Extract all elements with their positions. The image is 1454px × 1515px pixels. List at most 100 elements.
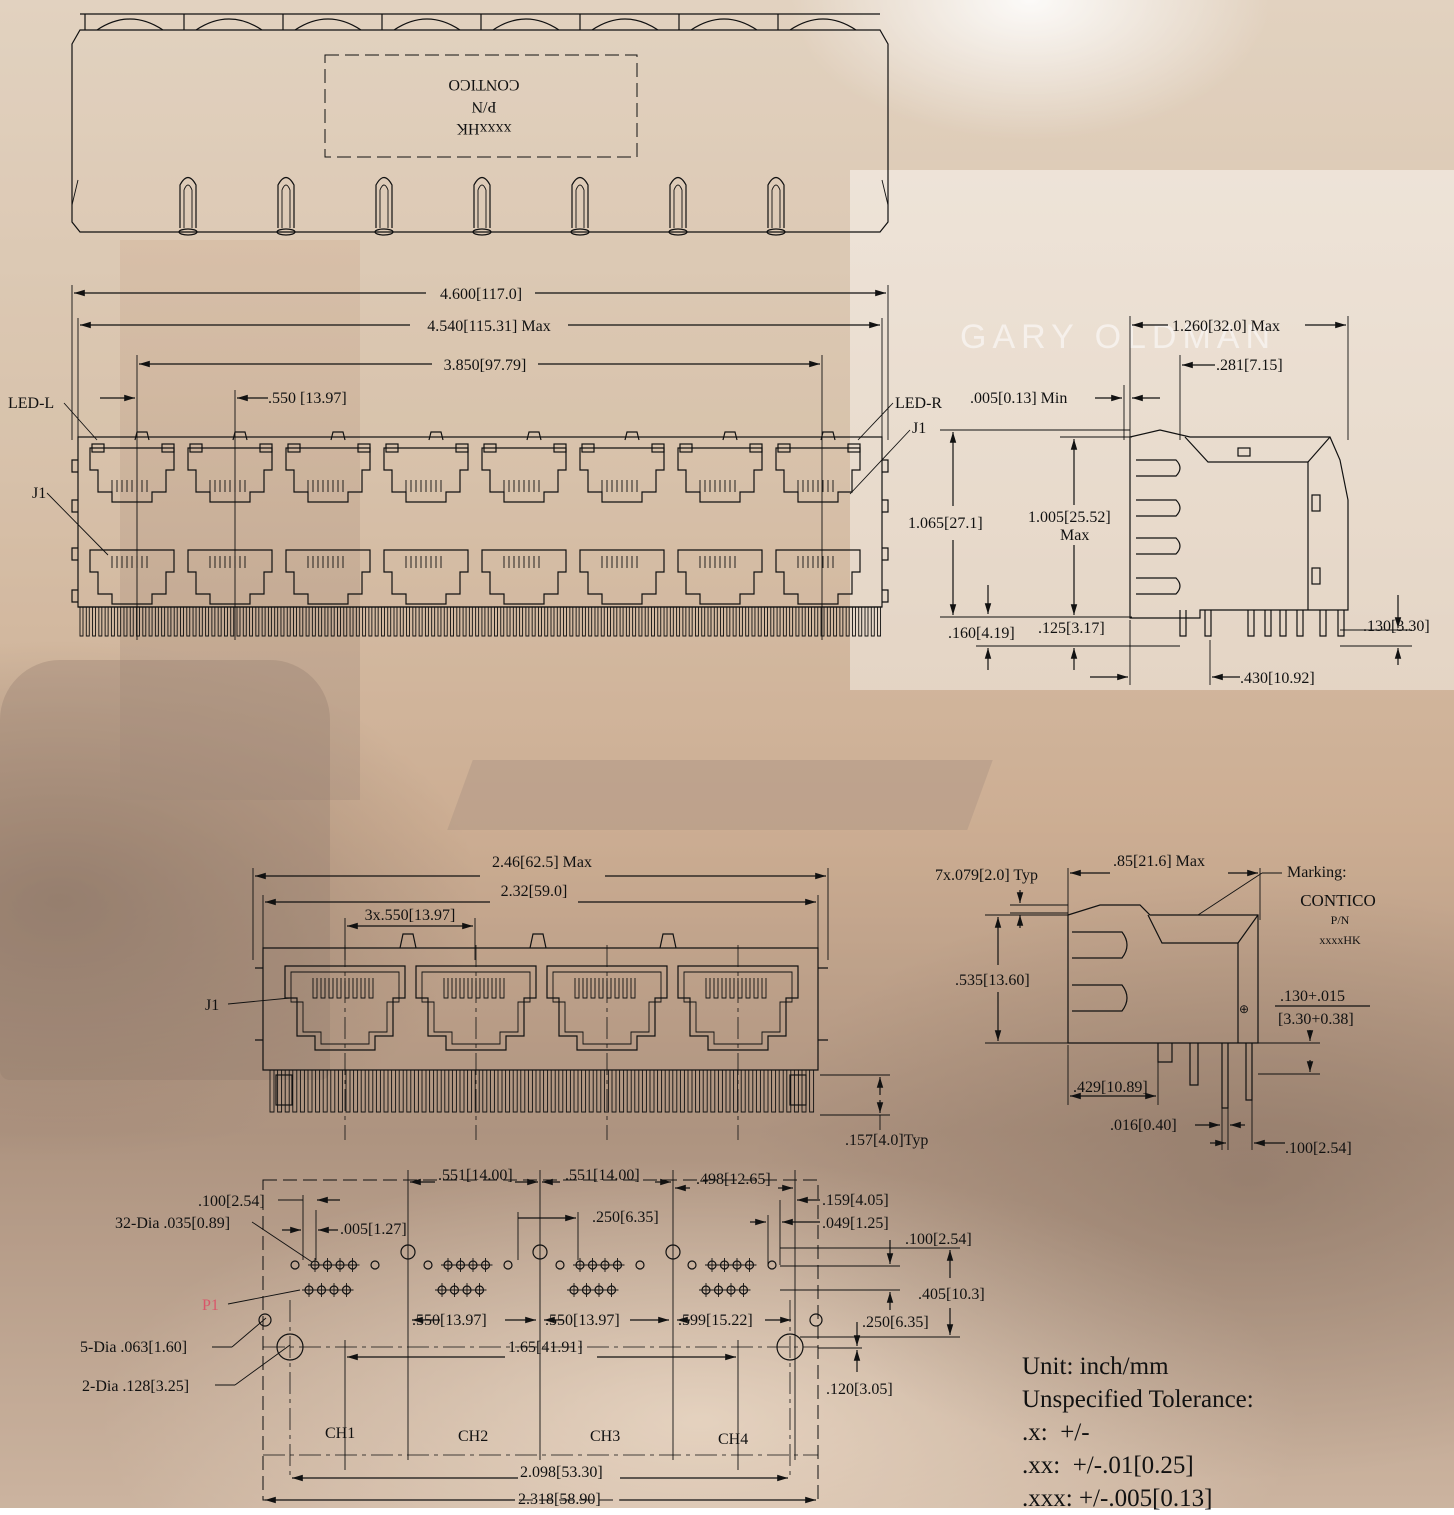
leader-line: [231, 1317, 267, 1348]
dim-overall: 4.600[117.0]: [440, 286, 522, 303]
hole-crosshair: [302, 1283, 316, 1297]
hole-crosshair: [742, 1258, 757, 1272]
side-pins: [1157, 1043, 1253, 1109]
rj45-port: [481, 447, 567, 503]
dim-pin-pitch: .100[2.54]: [1285, 1140, 1352, 1157]
rj45-port: [285, 447, 371, 503]
top-tab: [777, 14, 857, 31]
hole-crosshair: [447, 1283, 462, 1297]
dim-max-width: 2.46[62.5] Max: [492, 854, 592, 871]
port-contacts: [699, 480, 736, 492]
port-contacts: [574, 978, 636, 999]
port-contacts: [797, 480, 834, 492]
board-lock: [789, 1074, 807, 1106]
led-hole: [290, 1260, 300, 1270]
dim-min-gap: .005[0.13] Min: [970, 390, 1067, 407]
port-array-4: [284, 945, 799, 1140]
hole-crosshair: [717, 1258, 732, 1272]
led-window: [483, 443, 497, 453]
dim-tab: 7x.079[2.0] Typ: [935, 867, 1038, 884]
rj45-port: [383, 447, 469, 503]
side-body-detail: [1184, 436, 1309, 610]
side-led: [1311, 494, 1321, 512]
hole-crosshair: [585, 1258, 600, 1272]
dim-row-pitch: .100[2.54]: [905, 1231, 972, 1248]
led-window: [749, 443, 763, 453]
top-view-outline: [71, 29, 889, 233]
side-contacts: [1136, 459, 1181, 595]
port-contacts: [312, 978, 374, 999]
rj45-port-inner: [552, 971, 662, 1045]
hole-crosshair: [308, 1258, 322, 1272]
side-view-8port: 1.260[32.0] Max .281[7.15] .005[0.13] Mi…: [908, 316, 1430, 687]
dim-pin-2: .125[3.17]: [1038, 620, 1105, 637]
dim-big-holes: 2-Dia .128[3.25]: [82, 1378, 189, 1395]
marking-line1: CONTICO: [448, 76, 519, 93]
side-nub: [71, 589, 78, 603]
dim-pin-spacing: .430[10.92]: [1240, 670, 1315, 687]
dim-height-max-suffix: Max: [1060, 527, 1089, 544]
dim-spacing-1: .550[13.97]: [412, 1312, 487, 1329]
top-tab: [480, 14, 560, 31]
top-tab: [678, 14, 758, 31]
housing-tabs: [255, 967, 828, 1041]
led-hole: [503, 1260, 513, 1270]
pcb-holes: [258, 1244, 823, 1361]
leader-line: [227, 997, 291, 1005]
top-latch: [767, 176, 785, 228]
pin-row-8: [79, 607, 882, 637]
port-contacts: [601, 480, 638, 492]
top-latch-foot: [472, 228, 492, 236]
marking-title: Marking:: [1287, 864, 1347, 881]
rj45-port: [775, 549, 861, 605]
hole-crosshair: [339, 1283, 354, 1297]
top-latch-inner: [379, 184, 389, 228]
led-hole: [687, 1260, 697, 1270]
pcb-peg-hole: [400, 1244, 416, 1260]
port-contacts: [307, 556, 344, 568]
top-latch: [428, 431, 444, 441]
rj45-port: [579, 549, 665, 605]
top-latch: [375, 176, 393, 228]
dim-led-pitch: .250[6.35]: [592, 1209, 659, 1226]
hole-crosshair: [573, 1258, 587, 1272]
led-window: [91, 443, 105, 453]
hole-crosshair: [327, 1283, 341, 1297]
dim-small-offset: .049[1.25]: [822, 1215, 889, 1232]
leader-line: [1197, 872, 1263, 916]
port-contacts: [699, 556, 736, 568]
side-nub: [71, 547, 78, 561]
rj45-port: [89, 549, 175, 605]
label-led-r: LED-R: [895, 395, 942, 412]
side-pin: [1264, 610, 1272, 637]
rj45-port: [187, 447, 273, 503]
led-window: [679, 443, 693, 453]
top-latch-inner: [673, 184, 683, 228]
marking-line2: P/N: [1331, 913, 1350, 927]
hole-crosshair: [435, 1283, 449, 1297]
top-latch-foot: [276, 228, 296, 236]
top-tab: [381, 14, 461, 31]
dim-ch-pitch-2: .551[14.00]: [565, 1167, 640, 1184]
background-chair: [0, 660, 330, 1080]
pcb-layout: .551[14.00] .551[14.00] .498[12.65] .100…: [80, 1167, 985, 1508]
rj45-port: [383, 549, 469, 605]
led-hole: [370, 1260, 380, 1270]
hole-crosshair: [579, 1283, 594, 1297]
dim-span-2: 2.318[58.90]: [518, 1491, 601, 1508]
pin-row-4: [269, 1070, 815, 1113]
hole-crosshair: [333, 1258, 347, 1272]
led-window: [287, 443, 301, 453]
top-latch-inner: [771, 184, 781, 228]
led-hole: [767, 1260, 777, 1270]
hole-crosshair: [453, 1258, 468, 1272]
rj45-port-inner: [683, 971, 793, 1045]
label-led-l: LED-L: [8, 395, 54, 412]
hole-crosshair: [604, 1283, 619, 1297]
top-latch: [179, 176, 197, 228]
top-tab: [282, 14, 362, 31]
side-nub: [882, 459, 889, 473]
note-x: .x: +/-: [1022, 1419, 1090, 1446]
housing-latches: [399, 933, 677, 949]
leader-line: [251, 1221, 313, 1263]
